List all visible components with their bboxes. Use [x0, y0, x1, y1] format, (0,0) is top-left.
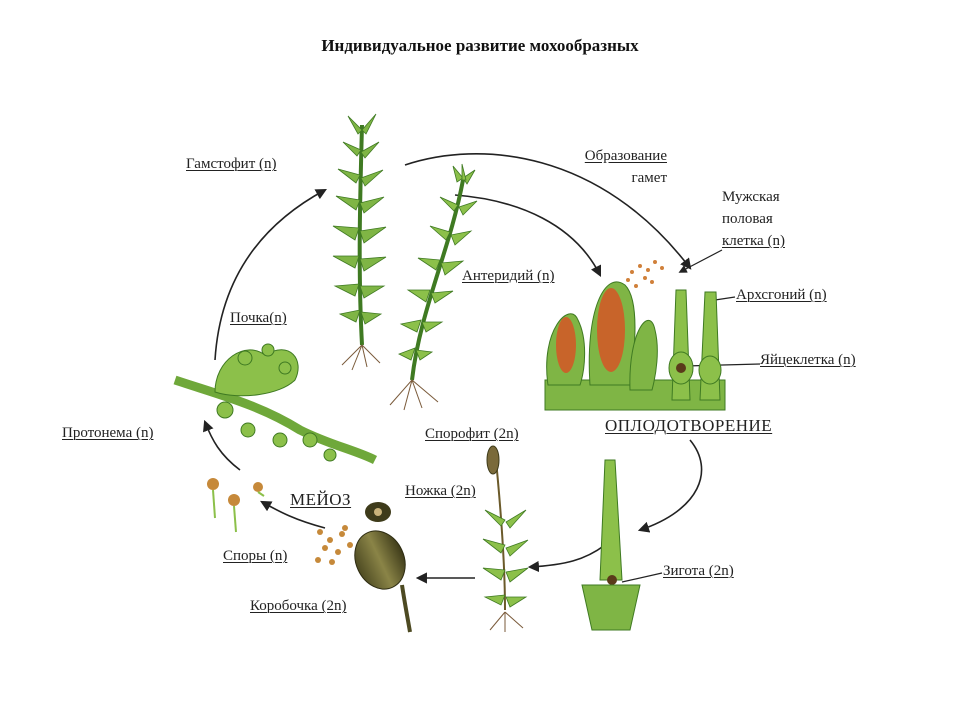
label-capsule: Коробочка (2n) — [250, 598, 347, 615]
label-gamete-formation-line2: гамет — [545, 167, 667, 189]
spore-cloud — [315, 525, 353, 565]
germinating-spores — [207, 478, 264, 532]
pointer-male-cell — [680, 250, 722, 272]
label-egg-cell: Яйцеклетка (n) — [760, 352, 856, 369]
zygote-illustration — [582, 460, 640, 630]
label-zygote: Зигота (2n) — [663, 563, 734, 580]
label-sporophyte: Спорофит (2n) — [425, 426, 519, 443]
label-male-cell: Мужская половая клетка (n) — [722, 186, 785, 252]
gametophyte-illustration — [333, 114, 477, 410]
arrow-fertilization-to-zygote — [640, 440, 702, 530]
label-gamete-formation: Образование гамет — [545, 145, 667, 189]
label-stalk: Ножка (2n) — [405, 483, 476, 500]
label-gametophyte: Гамстофит (n) — [186, 156, 277, 173]
arrow-to-antheridium — [455, 195, 600, 275]
label-male-cell-line3: клетка (n) — [722, 230, 785, 252]
antheridia-archegonia-illustration — [545, 260, 725, 410]
sporophyte-illustration — [483, 446, 528, 632]
label-protonema: Протонема (n) — [62, 425, 153, 442]
diagram-title: Индивидуальное развитие мохообразных — [0, 36, 960, 56]
label-meiosis: МЕЙОЗ — [290, 490, 351, 510]
label-gamete-formation-line1: Образование — [545, 145, 667, 167]
label-male-cell-line1: Мужская — [722, 186, 785, 208]
pointer-archegonium — [715, 297, 735, 300]
label-spores: Споры (n) — [223, 548, 287, 565]
label-antheridium: Антеридий (n) — [462, 268, 555, 285]
label-archegonium: Архсгоний (n) — [736, 287, 827, 304]
label-fertilization: ОПЛОДОТВОРЕНИЕ — [605, 416, 772, 436]
arrow-protonema-to-gametophyte — [215, 190, 325, 360]
pointer-egg — [685, 364, 760, 366]
label-bud: Почка(n) — [230, 310, 287, 327]
pointer-zygote — [622, 573, 662, 582]
label-male-cell-line2: половая — [722, 208, 785, 230]
capsule-illustration — [346, 502, 415, 632]
arrow-zygote-to-sporophyte — [530, 545, 605, 567]
arrow-spores-to-protonema — [205, 422, 240, 470]
